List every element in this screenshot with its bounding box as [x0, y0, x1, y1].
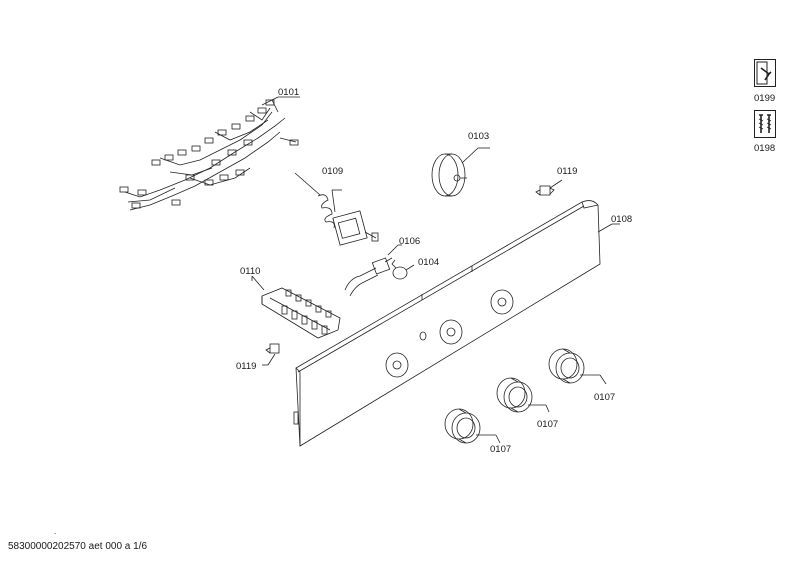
accessory-code-0198: 0198 — [754, 143, 776, 154]
part-label-0107-right[interactable]: 0107 — [594, 392, 616, 403]
wrench-tool-icon[interactable] — [754, 59, 776, 87]
terminal-block-part — [261, 287, 341, 339]
footer-dot: . — [54, 527, 57, 536]
part-label-0103[interactable]: 0103 — [468, 131, 490, 142]
part-label-0107-middle[interactable]: 0107 — [537, 419, 559, 430]
control-panel-part — [293, 200, 601, 447]
part-label-0119-bottom[interactable]: 0119 — [236, 361, 257, 372]
part-label-0104[interactable]: 0104 — [418, 257, 440, 268]
part-label-0109[interactable]: 0109 — [322, 166, 344, 177]
document-footer: 58300000202570 aet 000 a 1/6 — [8, 541, 148, 552]
part-label-0119-top[interactable]: 0119 — [557, 166, 578, 177]
accessory-code-0199: 0199 — [754, 93, 776, 104]
clip-part — [265, 343, 280, 354]
part-label-0107-left[interactable]: 0107 — [490, 444, 512, 455]
timer-part — [431, 153, 467, 197]
part-label-0108[interactable]: 0108 — [611, 214, 633, 225]
clip-part — [535, 185, 555, 196]
thermostat-part — [294, 172, 379, 246]
screws-icon[interactable] — [754, 110, 776, 138]
wiring-harness-part — [119, 99, 299, 211]
part-label-0101[interactable]: 0101 — [278, 87, 300, 98]
knob-part — [496, 377, 533, 413]
part-label-0106[interactable]: 0106 — [399, 236, 421, 247]
part-label-0110[interactable]: 0110 — [240, 266, 261, 277]
lamp-part — [391, 259, 408, 280]
switch-part — [344, 257, 393, 297]
knob-part — [444, 408, 481, 444]
knob-part — [548, 348, 585, 384]
